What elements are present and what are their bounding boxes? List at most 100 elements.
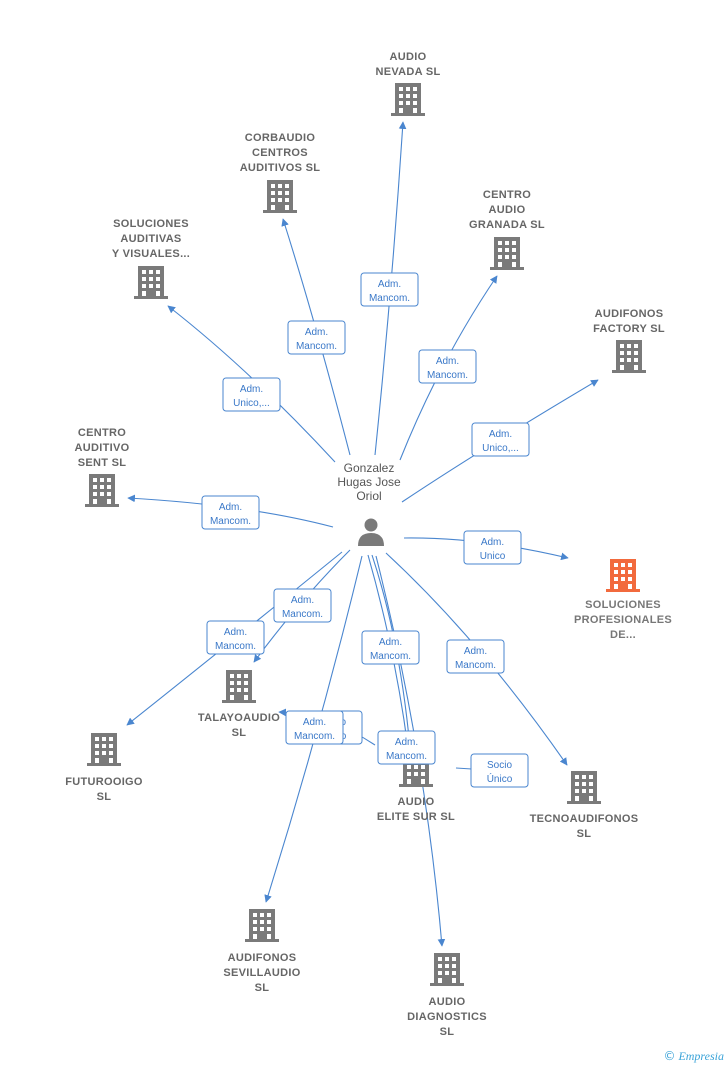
company-label: AUDIO [429,996,466,1008]
edge-label-box [361,630,420,665]
company-label: CENTROS [252,147,308,159]
company-node-audio-nevada[interactable]: AUDIO NEVADA SL [375,51,440,116]
company-label: SOLUCIONES [113,218,189,230]
building-icon [391,83,425,116]
edge-label-text: Mancom. [370,651,411,662]
edge-label-text: Mancom. [369,293,410,304]
edge-label-text: Unico [480,551,506,562]
edge-label[interactable]: Adm.Mancom. [377,730,436,765]
edge-label-box [446,639,505,674]
edge-label-text: Adm. [305,327,328,338]
company-label: Y VISUALES... [112,248,190,260]
edge-label-text: Mancom. [215,641,256,652]
brand-name: Empresia [678,1049,724,1063]
company-label: GRANADA SL [469,219,545,231]
company-label: CENTRO [78,427,126,439]
building-icon [87,733,121,766]
company-node-corbaudio[interactable]: CORBAUDIO CENTROS AUDITIVOS SL [240,132,321,213]
edge-label[interactable]: Adm. Mancom. [206,620,265,655]
edge-label-text: Unico,... [482,443,519,454]
nodes-layer: AUDIO NEVADA SL CORBAUDIO CENTROS AUDITIVOS … [65,51,672,1038]
edge-label-text: Adm. [489,429,512,440]
copyright-icon: © [663,1049,676,1063]
edge-label-box [463,530,522,565]
edge-label[interactable]: Adm. Unico,... [471,422,530,457]
edge-labels-layer: Adm. Mancom. Adm. Mancom. Adm. Mancom. Adm. Uni… [201,272,530,788]
company-label: DE... [610,629,636,641]
company-label: SL [255,982,270,994]
edges-layer [126,121,599,947]
company-label: TECNOAUDIFONOS [530,813,639,825]
edge-label[interactable]: Adm.Unico,... [222,377,281,412]
edge-label[interactable]: Adm. Mancom. [360,272,419,307]
company-node-soluciones-auditivas[interactable]: SOLUCIONES AUDITIVAS Y VISUALES... [112,218,190,299]
edge-label-box [418,349,477,384]
building-icon [430,953,464,986]
edge-label[interactable]: Adm.Mancom. [201,495,260,530]
building-icon [245,909,279,942]
company-label: SL [440,1026,455,1038]
building-icon [222,670,256,703]
building-icon [134,266,168,299]
company-label: CENTRO [483,189,531,201]
edge-label-text: Socio [487,760,512,771]
edge-label[interactable]: Adm. Mancom. [285,710,344,745]
edge-label-box [222,377,281,412]
edge-label-text: Adm. [481,537,504,548]
edge-label-text: Adm. [303,717,326,728]
edge-label[interactable]: Adm.Mancom. [361,630,420,665]
edge-label-box [206,620,265,655]
edge-to-soluciones-auditivas [167,305,336,463]
edge-label-text: Mancom. [210,516,251,527]
company-label: SENT SL [78,457,127,469]
edge-label-text: Mancom. [294,731,335,742]
edge-label[interactable]: Adm. Mancom. [418,349,477,384]
company-label: CORBAUDIO [245,132,316,144]
edge-label-box [360,272,419,307]
edge-label-text: Unico,... [233,398,270,409]
edge-label-box [285,710,344,745]
person-icon [358,533,384,546]
edge-label-text: Adm. [378,279,401,290]
edge-label[interactable]: Adm. Unico [463,530,522,565]
company-label: AUDIO [398,796,435,808]
building-icon [263,180,297,213]
company-label: TALAYOAUDIO [198,712,280,724]
company-node-audifonos-factory[interactable]: AUDIFONOS FACTORY SL [593,308,665,373]
edge-label-text: Mancom. [427,370,468,381]
company-label: AUDITIVOS SL [240,162,321,174]
edge-label[interactable]: Adm. Mancom. [287,320,346,355]
company-label: AUDITIVAS [120,233,181,245]
edge-label-text: Adm. [436,356,459,367]
edge-label[interactable]: Adm.Mancom. [273,588,332,623]
company-label: AUDIO [390,51,427,63]
edge-label-text: Adm. [291,595,314,606]
person-icon-head [364,518,378,532]
edge-label-text: Adm. [224,627,247,638]
edge-label-text: Único [487,772,513,785]
company-label: AUDIFONOS [595,308,664,320]
edge-label-box [201,495,260,530]
company-node-soluciones-profesionales[interactable]: SOLUCIONESPROFESIONALESDE... [574,559,672,641]
edge-label-box [273,588,332,623]
edge-label-text: Adm. [464,646,487,657]
edge-label-box [471,422,530,457]
edge-label-text: Mancom. [296,341,337,352]
company-label: FUTUROOIGO [65,776,143,788]
edge-label[interactable]: Adm.Mancom. [446,639,505,674]
company-label: FACTORY SL [593,323,665,335]
company-label: SEVILLAUDIO [223,967,300,979]
company-label: NEVADA SL [375,66,440,78]
person-label: Hugas Jose [337,475,401,489]
